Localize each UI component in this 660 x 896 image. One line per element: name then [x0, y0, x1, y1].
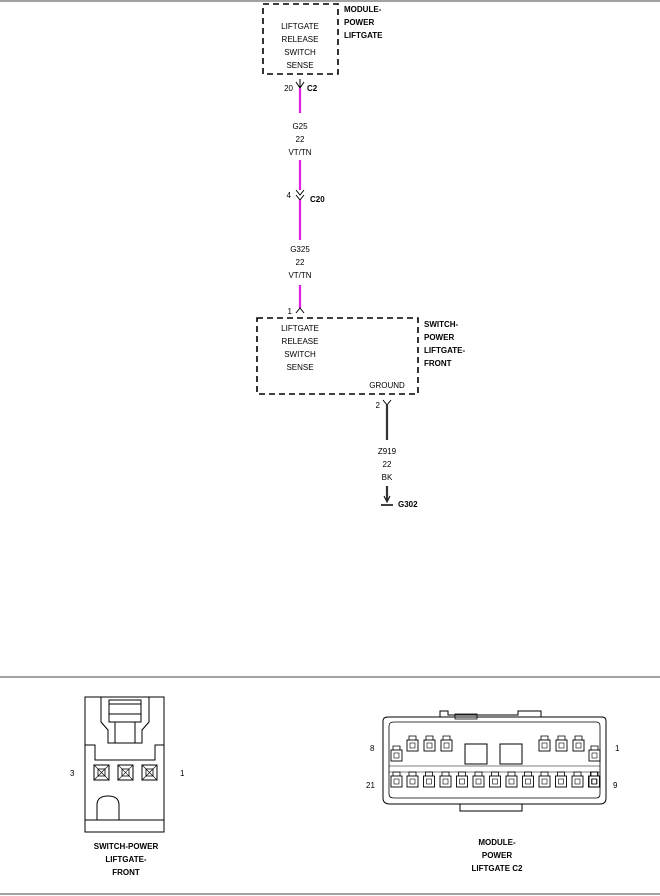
switch-label-line: SWITCH-	[424, 320, 459, 329]
module-cavity-side	[588, 771, 601, 788]
module-cavity-side	[390, 745, 403, 762]
module-cavity-bottom	[406, 771, 419, 788]
module-cavity-top	[538, 735, 551, 752]
wire-g25-labels: G25 22 VT/TN	[288, 122, 311, 157]
switch-bottom-connector: 2	[376, 399, 392, 410]
wire-z919-gauge: 22	[383, 460, 392, 469]
switch-cavity	[117, 764, 134, 781]
module-view-caption: LIFTGATE C2	[472, 864, 524, 873]
ground-symbol: G302	[381, 495, 418, 509]
module-inner-line: SWITCH	[284, 48, 316, 57]
module-view-labels: 8 1 21 9 MODULE- POWER LIFTGATE C2	[366, 744, 620, 873]
wire-z919-labels: Z919 22 BK	[378, 447, 397, 482]
module-cavity-bottom	[571, 771, 584, 788]
module-cavity-side	[390, 771, 403, 788]
module-cavity-top	[555, 735, 568, 752]
module-view-pin-br: 9	[613, 781, 618, 790]
module-cavity-top	[423, 735, 436, 752]
wire-g25-circuit: G25	[292, 122, 308, 131]
module-cavity-bottom	[522, 771, 534, 788]
switch-inner-line: RELEASE	[282, 337, 319, 346]
module-component: LIFTGATE RELEASE SWITCH SENSE MODULE- PO…	[262, 3, 383, 75]
module-connector-view	[382, 710, 607, 812]
wire-g325-color: VT/TN	[288, 271, 311, 280]
module-cavity-top	[440, 735, 453, 752]
switch-inner-line: SWITCH	[284, 350, 316, 359]
switch-cavity	[141, 764, 158, 781]
switch-pin-bottom: 2	[376, 401, 381, 410]
module-cavity-bottom	[423, 771, 435, 788]
module-cavity-bottom	[439, 771, 452, 788]
module-view-pin-tl: 8	[370, 744, 375, 753]
switch-view-caption: FRONT	[112, 868, 140, 877]
wire-z919-circuit: Z919	[378, 447, 397, 456]
module-view-pin-tr: 1	[615, 744, 620, 753]
switch-component: LIFTGATE RELEASE SWITCH SENSE GROUND SWI…	[256, 317, 466, 395]
switch-inner-line: SENSE	[286, 363, 313, 372]
switch-ground-label: GROUND	[369, 381, 405, 390]
module-view-caption: POWER	[482, 851, 512, 860]
switch-view-caption: LIFTGATE-	[105, 855, 147, 864]
module-cavity-group	[390, 735, 601, 788]
inline-connector-c20: 4 C20	[287, 189, 325, 204]
module-cavity-bottom	[555, 771, 567, 788]
module-inner-line: RELEASE	[282, 35, 319, 44]
module-cavity-bottom	[489, 771, 501, 788]
module-connector-id: C2	[307, 84, 318, 93]
switch-inner-line: LIFTGATE	[281, 324, 319, 333]
wire-g25-color: VT/TN	[288, 148, 311, 157]
switch-view-pin-left: 3	[70, 769, 75, 778]
switch-top-connector: 1	[288, 307, 305, 316]
wire-g25-gauge: 22	[296, 135, 305, 144]
inline-pin-number: 4	[287, 191, 292, 200]
module-cavity-top	[406, 735, 419, 752]
switch-label-line: LIFTGATE-	[424, 346, 466, 355]
module-label-line: POWER	[344, 18, 374, 27]
switch-label-line: FRONT	[424, 359, 452, 368]
module-label-line: MODULE-	[344, 5, 382, 14]
inline-connector-id: C20	[310, 195, 325, 204]
switch-cavity	[93, 764, 110, 781]
switch-connector-view: 3 1 SWITCH-POWER LIFTGATE- FRONT	[70, 696, 185, 877]
wire-g325-circuit: G325	[290, 245, 310, 254]
module-view-caption: MODULE-	[478, 838, 516, 847]
module-dashed-box	[262, 3, 339, 75]
module-view-pin-bl: 21	[366, 781, 375, 790]
module-inner-line: LIFTGATE	[281, 22, 319, 31]
module-cavity-side	[588, 745, 601, 762]
switch-dashed-box	[256, 317, 419, 395]
module-cavity-top	[572, 735, 585, 752]
wire-g325-gauge: 22	[296, 258, 305, 267]
module-inner-line: SENSE	[286, 61, 313, 70]
module-pin-number: 20	[284, 84, 293, 93]
switch-view-caption: SWITCH-POWER	[94, 842, 159, 851]
switch-view-pin-right: 1	[180, 769, 185, 778]
module-cavity-bottom	[505, 771, 518, 788]
wire-g325-labels: G325 22 VT/TN	[288, 245, 311, 280]
switch-pin-top: 1	[288, 307, 293, 316]
module-cavity-bottom	[456, 771, 468, 788]
wire-z919-color: BK	[382, 473, 393, 482]
module-label-line: LIFTGATE	[344, 31, 383, 40]
ground-label: G302	[398, 500, 418, 509]
module-cavity-bottom	[538, 771, 551, 788]
switch-label-line: POWER	[424, 333, 454, 342]
module-cavity-bottom	[472, 771, 485, 788]
